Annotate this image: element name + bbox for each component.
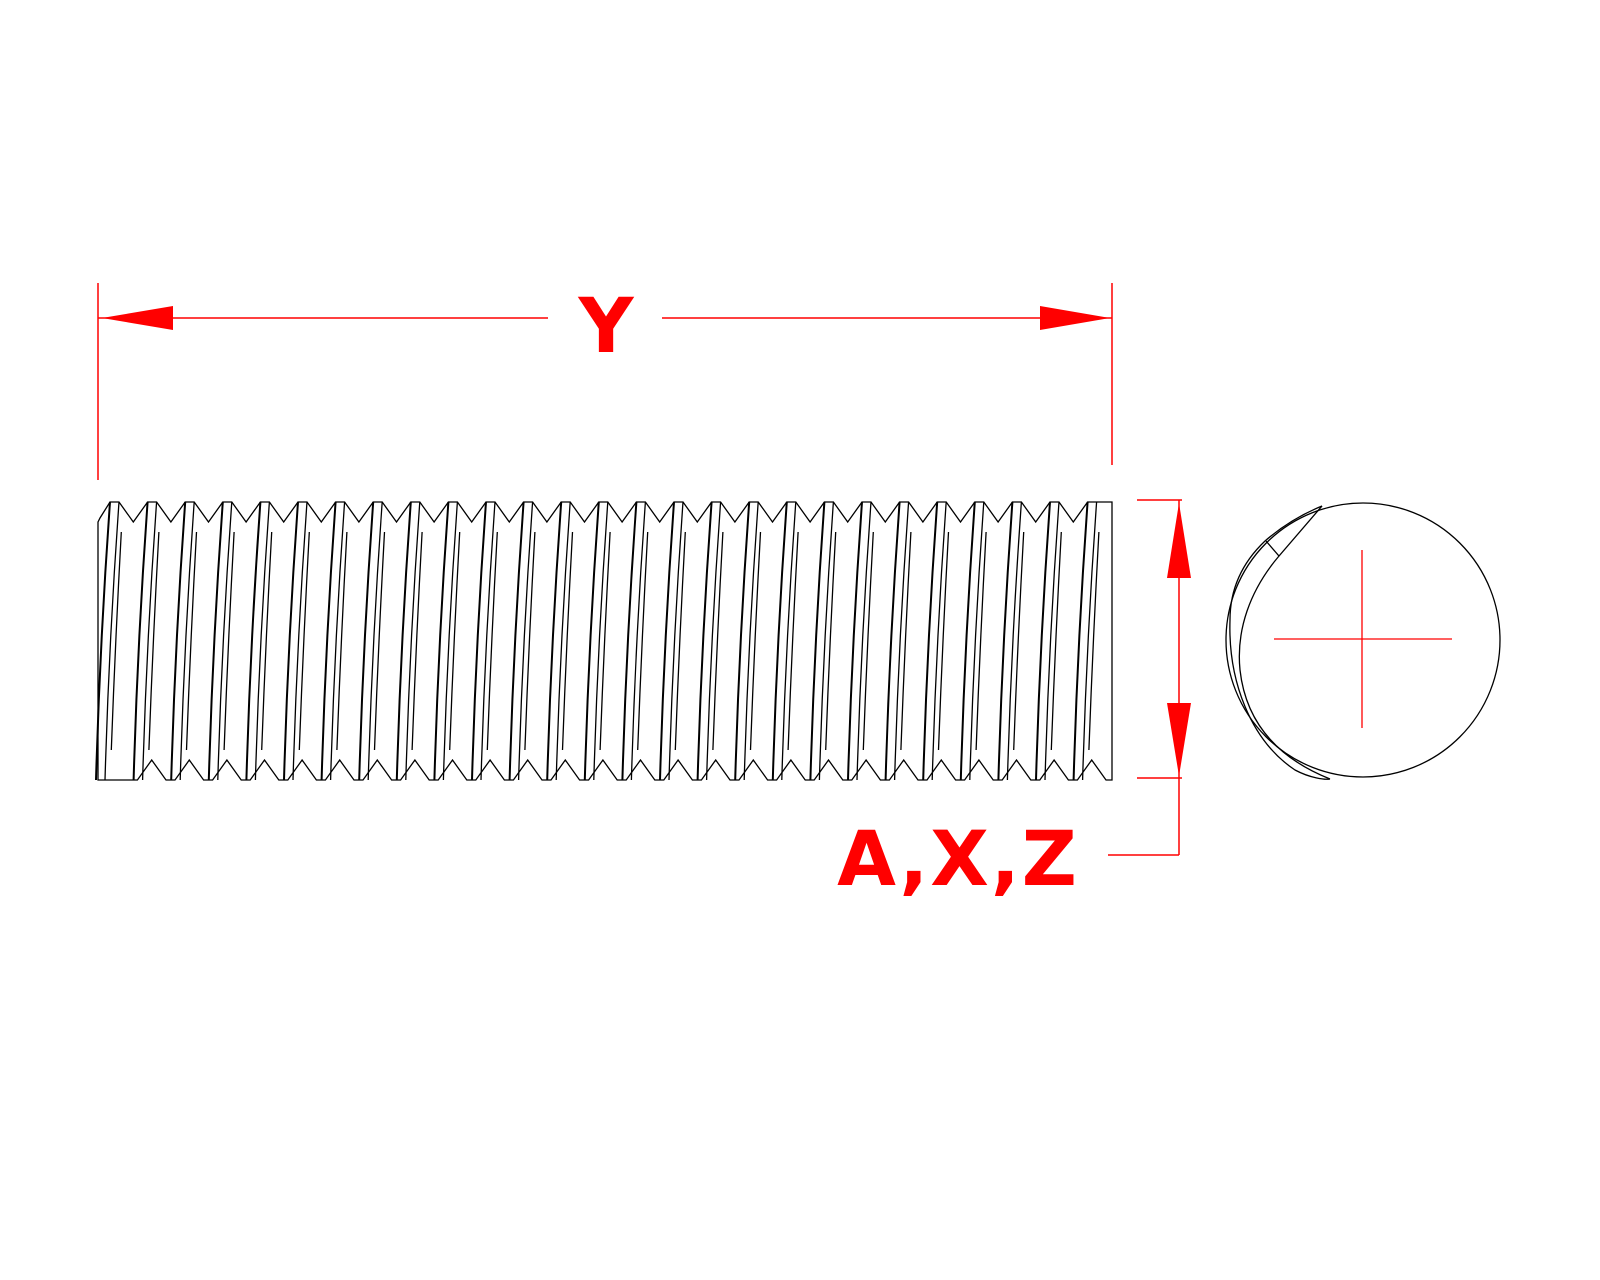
thread-root-line <box>148 531 160 751</box>
thread-crest-line <box>283 501 299 781</box>
thread-flank-line <box>179 501 195 781</box>
thread-flank-line <box>480 501 496 781</box>
thread-root-line <box>524 531 536 751</box>
thread-root-line <box>373 531 386 751</box>
threaded-rod-side-view <box>95 501 1113 781</box>
thread-flank-line <box>367 501 383 781</box>
thread-start-chamfer <box>1229 505 1331 780</box>
thread-crest-line <box>922 501 939 781</box>
thread-root-line <box>1088 531 1100 751</box>
thread-crest-line <box>245 501 262 781</box>
thread-flank-line <box>254 501 271 781</box>
rod-outline <box>97 501 1113 781</box>
diameter-dimension <box>1108 499 1191 856</box>
end-view-outer-circle <box>1225 502 1501 778</box>
end-view <box>1225 502 1501 780</box>
thread-crest-line <box>809 501 826 781</box>
thread-flank-line <box>1044 501 1060 781</box>
thread-root-line <box>787 531 799 751</box>
thread-flank-line <box>517 501 534 781</box>
thread-flank-line <box>893 501 910 781</box>
thread-flank-line <box>104 501 120 781</box>
thread-root-line <box>449 531 461 751</box>
length-label: Y <box>577 281 634 370</box>
thread-root-line <box>486 531 498 751</box>
thread-flank-line <box>1006 501 1023 781</box>
thread-crest-line <box>583 501 600 781</box>
thread-flank-line <box>856 501 872 781</box>
thread-crest-line <box>997 501 1014 781</box>
arrowhead-right-icon <box>1040 306 1110 330</box>
thread-root-line <box>223 531 235 751</box>
thread-root-line <box>900 531 912 751</box>
thread-crest-line <box>95 501 111 781</box>
thread-crest-line <box>959 501 976 781</box>
thread-flank-line <box>743 501 759 781</box>
thread-root-line <box>749 531 762 751</box>
thread-crest-line <box>433 501 450 781</box>
thread-flank-line <box>931 501 947 781</box>
thread-flank-line <box>705 501 722 781</box>
thread-root-line <box>825 531 837 751</box>
thread-flank-line <box>442 501 459 781</box>
thread-flank-line <box>405 501 421 781</box>
thread-crest-line <box>132 501 149 781</box>
thread-start-inner <box>1238 505 1331 780</box>
thread-flank-line <box>668 501 684 781</box>
thread-root-line <box>561 531 574 751</box>
arrowhead-up-icon <box>1167 503 1191 578</box>
thread-flank-line <box>969 501 985 781</box>
arrowhead-down-icon <box>1167 703 1191 776</box>
thread-flank-line <box>141 501 158 781</box>
thread-flank-line <box>555 501 571 781</box>
thread-crest-line <box>1072 501 1089 781</box>
thread-root-line <box>975 531 987 751</box>
thread-flank-line <box>593 501 609 781</box>
thread-flank-line <box>1081 501 1098 781</box>
thread-root-line <box>411 531 423 751</box>
thread-crest-line <box>358 501 375 781</box>
thread-root-line <box>637 531 649 751</box>
thread-root-line <box>336 531 348 751</box>
thread-root-line <box>712 531 724 751</box>
thread-crest-line <box>1035 501 1051 781</box>
arrowhead-left-icon <box>102 306 173 330</box>
thread-root-line <box>110 531 122 751</box>
thread-crest-line <box>734 501 751 781</box>
thread-crest-line <box>884 501 901 781</box>
thread-crest-line <box>659 501 675 781</box>
thread-root-line <box>599 531 611 751</box>
thread-crest-line <box>621 501 638 781</box>
thread-flank-line <box>329 501 346 781</box>
thread-flank-line <box>630 501 647 781</box>
length-dimension <box>97 283 1113 480</box>
thread-root-line <box>261 531 273 751</box>
thread-root-line <box>298 531 310 751</box>
thread-crest-line <box>170 501 187 781</box>
diameter-label: A,X,Z <box>837 814 1079 903</box>
thread-flank-line <box>217 501 233 781</box>
thread-root-line <box>1013 531 1025 751</box>
thread-crest-line <box>320 501 337 781</box>
thread-crest-line <box>207 501 224 781</box>
thread-crest-line <box>696 501 713 781</box>
thread-flank-line <box>818 501 835 781</box>
thread-flank-line <box>292 501 308 781</box>
thread-root-line <box>674 531 686 751</box>
thread-root-line <box>937 531 950 751</box>
thread-root-line <box>185 531 198 751</box>
thread-flank-line <box>781 501 797 781</box>
thread-root-line <box>1050 531 1062 751</box>
thread-root-line <box>862 531 874 751</box>
thread-crest-line <box>546 501 563 781</box>
thread-crest-line <box>508 501 525 781</box>
thread-crest-line <box>771 501 788 781</box>
thread-crest-line <box>395 501 412 781</box>
thread-crest-line <box>847 501 863 781</box>
thread-crest-line <box>471 501 487 781</box>
